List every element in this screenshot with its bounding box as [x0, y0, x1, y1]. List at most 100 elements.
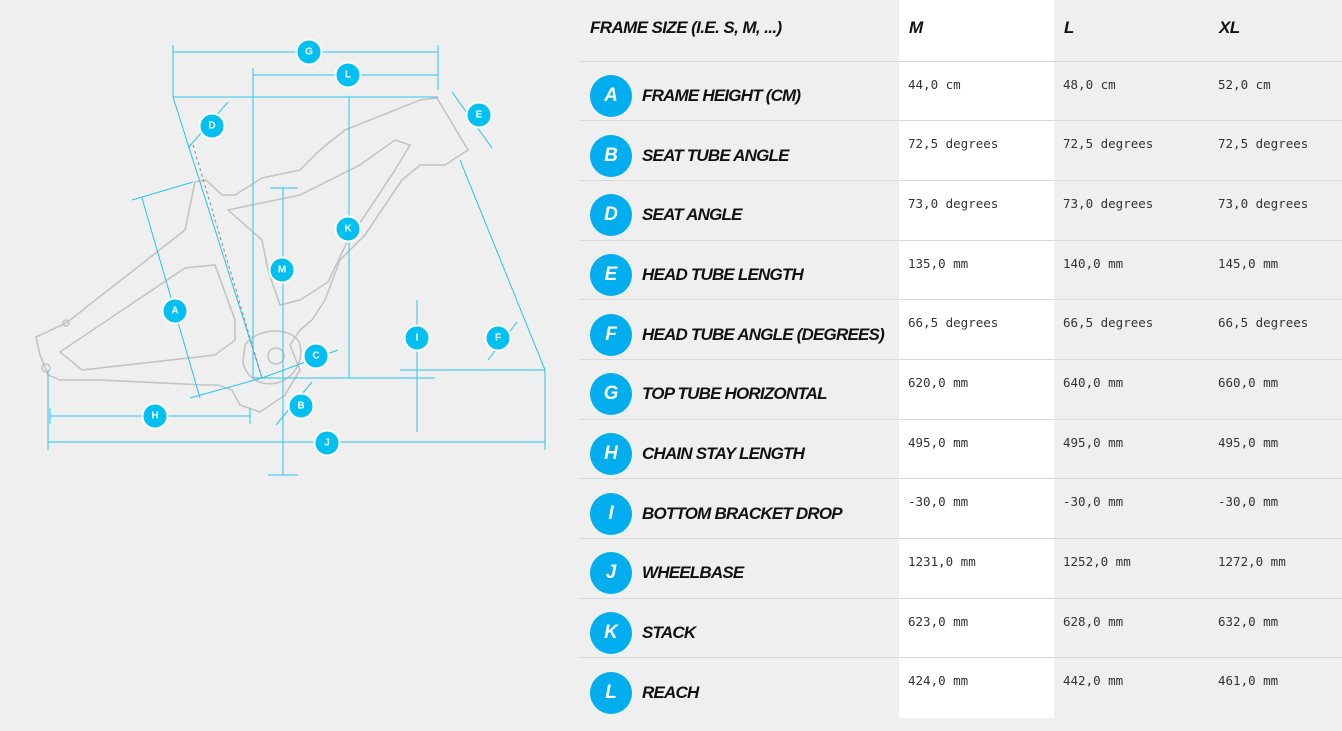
row-label-cell: L REACH — [580, 657, 899, 718]
value-cell-l: 442,0 mm — [1054, 657, 1209, 718]
value-cell-xl: 461,0 mm — [1209, 657, 1342, 718]
value-cell-l: 48,0 cm — [1054, 60, 1209, 121]
svg-text:C: C — [312, 351, 319, 362]
value-cell-xl: 72,5 degrees — [1209, 120, 1342, 181]
row-code-badge: D — [590, 194, 632, 237]
row-label-cell: D SEAT ANGLE — [580, 179, 899, 241]
row-name: REACH — [642, 682, 699, 702]
geometry-table: FRAME SIZE (I.E. S, M, ...) M L XL A FRAM… — [580, 0, 1342, 718]
marker-m: M — [268, 256, 296, 284]
value-cell-xl: 632,0 mm — [1209, 597, 1342, 658]
value-cell-m: 66,5 degrees — [899, 299, 1054, 360]
svg-text:B: B — [297, 401, 304, 412]
svg-text:L: L — [345, 70, 351, 81]
size-header-xl: XL — [1219, 18, 1240, 37]
row-label-cell: J WHEELBASE — [580, 538, 899, 599]
value-cell-xl: 145,0 mm — [1209, 239, 1342, 300]
svg-text:D: D — [208, 121, 215, 132]
size-header-m: M — [899, 0, 1054, 61]
marker-l: L — [334, 61, 362, 89]
row-code-badge: J — [590, 552, 632, 595]
value-cell-l: 140,0 mm — [1054, 239, 1209, 300]
value-cell-m: 623,0 mm — [899, 597, 1054, 658]
row-code-badge: G — [590, 373, 632, 416]
svg-text:K: K — [344, 224, 352, 235]
row-name: SEAT ANGLE — [642, 205, 742, 225]
row-label-cell: A FRAME HEIGHT (CM) — [580, 60, 899, 121]
row-label-cell: I BOTTOM BRACKET DROP — [580, 478, 899, 539]
value-cell-l: 495,0 mm — [1054, 418, 1209, 479]
row-label-cell: G TOP TUBE HORIZONTAL — [580, 358, 899, 420]
row-code-badge: H — [590, 432, 632, 475]
row-name: STACK — [642, 623, 696, 643]
value-cell-l: 66,5 degrees — [1054, 299, 1209, 360]
row-name: WHEELBASE — [642, 563, 744, 583]
row-code-badge: B — [590, 134, 632, 177]
value-cell-m: 73,0 degrees — [899, 179, 1054, 241]
svg-text:H: H — [151, 411, 158, 422]
value-cell-m: 44,0 cm — [899, 60, 1054, 121]
marker-g: G — [295, 38, 323, 66]
value-cell-m: 495,0 mm — [899, 418, 1054, 479]
marker-c: C — [302, 342, 330, 370]
marker-i: I — [403, 324, 431, 352]
value-cell-xl: -30,0 mm — [1209, 478, 1342, 539]
bike-frame-outline — [35, 97, 470, 413]
marker-d: D — [198, 112, 226, 140]
value-cell-xl: 495,0 mm — [1209, 418, 1342, 479]
value-cell-xl: 1272,0 mm — [1209, 538, 1342, 599]
marker-f: F — [484, 324, 512, 352]
table-header-row: FRAME SIZE (I.E. S, M, ...) M L XL — [580, 0, 1342, 61]
value-cell-m: 620,0 mm — [899, 358, 1054, 420]
value-cell-xl: 66,5 degrees — [1209, 299, 1342, 360]
row-code-badge: I — [590, 492, 632, 535]
row-label-cell: K STACK — [580, 597, 899, 658]
row-name: BOTTOM BRACKET DROP — [642, 503, 843, 523]
value-cell-xl: 52,0 cm — [1209, 60, 1342, 121]
row-code-badge: L — [590, 671, 632, 714]
row-label-cell: B SEAT TUBE ANGLE — [580, 120, 899, 181]
marker-e: E — [465, 101, 493, 129]
row-code-badge: E — [590, 253, 632, 296]
value-cell-m: 72,5 degrees — [899, 120, 1054, 181]
frame-geometry-diagram: G L D E K M A C I F B H J — [35, 38, 546, 476]
marker-k: K — [334, 215, 362, 243]
row-code-badge: A — [590, 74, 632, 117]
row-name: SEAT TUBE ANGLE — [642, 145, 789, 165]
row-name: CHAIN STAY LENGTH — [642, 443, 805, 463]
row-name: TOP TUBE HORIZONTAL — [642, 384, 828, 404]
row-name: HEAD TUBE LENGTH — [642, 264, 804, 284]
value-cell-l: -30,0 mm — [1054, 478, 1209, 539]
value-cell-l: 1252,0 mm — [1054, 538, 1209, 599]
value-cell-m: -30,0 mm — [899, 478, 1054, 539]
table-row: B SEAT TUBE ANGLE 72,5 degrees 72,5 degrees… — [580, 120, 1342, 181]
row-label-cell: E HEAD TUBE LENGTH — [580, 239, 899, 300]
svg-text:F: F — [495, 333, 501, 344]
marker-b: B — [287, 392, 315, 420]
row-code-badge: K — [590, 612, 632, 655]
row-name: FRAME HEIGHT (CM) — [642, 85, 801, 105]
value-cell-m: 135,0 mm — [899, 239, 1054, 300]
row-label-cell: H CHAIN STAY LENGTH — [580, 418, 899, 479]
svg-text:E: E — [476, 110, 483, 121]
svg-text:I: I — [416, 333, 419, 344]
svg-text:J: J — [324, 438, 330, 449]
svg-text:A: A — [171, 306, 178, 317]
frame-size-header: FRAME SIZE (I.E. S, M, ...) — [590, 18, 782, 37]
value-cell-l: 73,0 degrees — [1054, 179, 1209, 241]
size-header-l: L — [1064, 18, 1074, 37]
value-cell-l: 640,0 mm — [1054, 358, 1209, 420]
value-cell-xl: 660,0 mm — [1209, 358, 1342, 420]
value-cell-l: 628,0 mm — [1054, 597, 1209, 658]
